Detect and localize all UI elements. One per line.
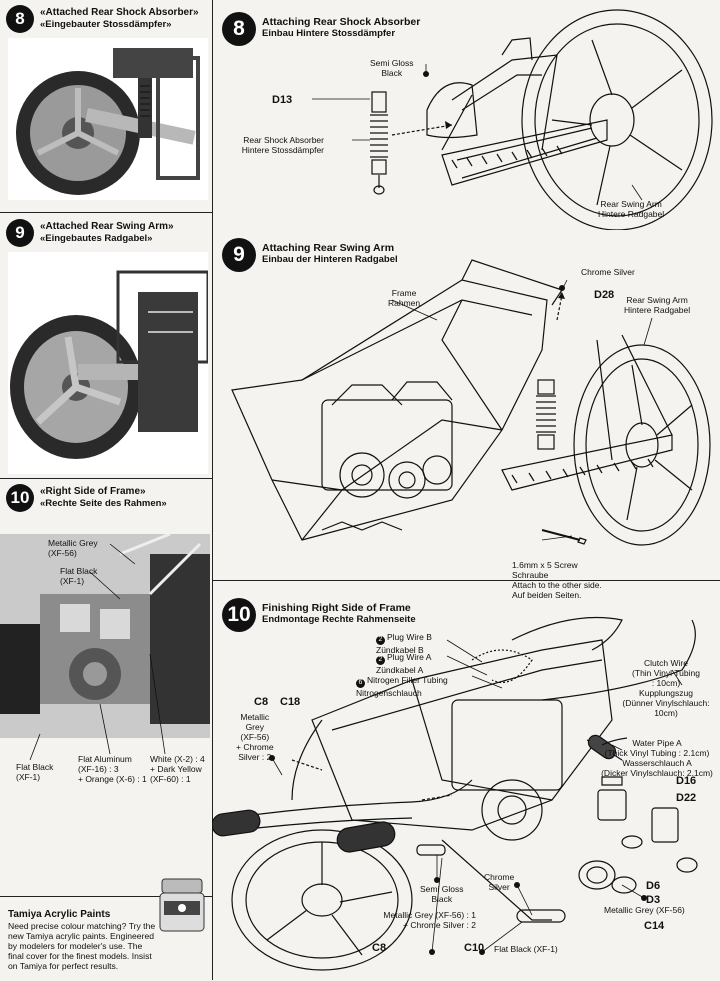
sidebar-step-8-title: «Attached Rear Shock Absorber» (40, 7, 199, 18)
sidebar-step-9-badge: 9 (6, 219, 34, 247)
step-10-divider (212, 580, 720, 581)
step-10-diagram (212, 616, 698, 971)
photo-rear-swing-arm (8, 252, 208, 474)
step-9-header: Attaching Rear Swing Arm Einbau der Hint… (262, 242, 398, 266)
step-10-label-flat-black: Flat Black (XF-1) (494, 944, 558, 954)
step-8-header: Attaching Rear Shock Absorber Einbau Hin… (262, 16, 420, 40)
step-10-part-c10: C10 (464, 942, 485, 954)
step-10-label-chrome: Chrome Silver (484, 872, 515, 892)
step-10-part-d6: D6 (646, 880, 661, 892)
step-10-plug-a-number: 2 (376, 655, 385, 665)
paint-jar-icon (159, 878, 205, 932)
step-9-part-d28: D28 (594, 289, 615, 301)
sidebar-step-8-badge: 8 (6, 5, 34, 33)
paint-label-flat-black-bottom: Flat Black (XF-1) (16, 762, 54, 782)
step-9-title: Attaching Rear Swing Arm (262, 242, 395, 254)
photo-rear-shock-absorber (8, 38, 208, 200)
photo-rear-shock-drawing (16, 48, 200, 195)
step-9-label-frame: Frame Rahmen (388, 288, 421, 308)
sidebar-step-10-badge: 10 (6, 484, 34, 512)
sidebar-step-10-title: «Right Side of Frame» (40, 486, 146, 497)
step-8-label-shock: Rear Shock Absorber Hintere Stossdämpfer (241, 135, 324, 155)
step-10-part-d3: D3 (646, 894, 661, 906)
step-10-plug-b-number: 2 (376, 635, 385, 645)
step-10-subtitle: Endmontage Rechte Rahmenseite (262, 614, 416, 625)
tamiya-acrylic-paints-ad: Tamiya Acrylic Paints Need precise colou… (0, 878, 212, 981)
step-10-plug-a-text: Plug Wire A Zündkabel A (376, 652, 432, 675)
step-10-part-c18: C18 (280, 696, 301, 708)
sidebar-divider (0, 478, 212, 479)
step-10-label-clutch-wire: Clutch Wire (Thin Vinyl Tubing : 10cm) K… (622, 658, 710, 718)
photo-right-side-drawing (0, 534, 210, 724)
step-9-label-screw: 1.6mm x 5 Screw Schraube Attach to the o… (512, 560, 602, 600)
sidebar-step-8-caption: «Attached Rear Shock Absorber» «Eingebau… (40, 7, 199, 31)
ad-body: Need precise colour matching? Try the ne… (8, 921, 156, 971)
sidebar-step-9-subtitle: «Eingebautes Radgabel» (40, 233, 153, 244)
sidebar-step-9-title: «Attached Rear Swing Arm» (40, 221, 174, 232)
paint-label-flat-aluminum: Flat Aluminum (XF-16) : 3 + Orange (X-6)… (78, 754, 147, 784)
step-8-label-semi-gloss: Semi Gloss Black (370, 58, 414, 78)
ad-title: Tamiya Acrylic Paints (8, 909, 111, 920)
step-9-label-swing-arm: Rear Swing Arm Hintere Radgabel (624, 295, 691, 315)
sidebar-step-10-caption: «Right Side of Frame» «Rechte Seite des … (40, 486, 167, 510)
paint-label-white-mix: White (X-2) : 4 + Dark Yellow (XF-60) : … (150, 754, 205, 784)
step-10-badge: 10 (222, 598, 256, 632)
sidebar-step-8-subtitle: «Eingebauter Stossdämpfer» (40, 19, 172, 30)
step-8-label-swing-arm: Rear Swing Arm Hintere Radgabel (598, 199, 665, 219)
step-10-label-metallic-mix-bottom: Metallic Grey (XF-56) : 1 + Chrome Silve… (383, 910, 476, 930)
step-10-header: Finishing Right Side of Frame Endmontage… (262, 602, 416, 626)
sidebar-step-10-subtitle: «Rechte Seite des Rahmen» (40, 498, 167, 509)
step-10-plug-b-text: Plug Wire B Zündkabel B (376, 632, 432, 655)
step-9-subtitle: Einbau der Hinteren Radgabel (262, 254, 398, 265)
sidebar-step-9-caption: «Attached Rear Swing Arm» «Eingebautes R… (40, 221, 174, 245)
step-10-nitrogen-text: Nitrogen Filler Tubing Nitrogenschlauch (356, 675, 448, 698)
step-9-diagram (231, 259, 711, 546)
sidebar-leader-lines (29, 543, 166, 761)
step-10-label-metallic-grey: Metallic Grey (XF-56) (604, 905, 685, 915)
sidebar-divider (0, 212, 212, 213)
step-10-nitrogen-number: 6 (356, 678, 365, 688)
paint-label-flat-black-top: Flat Black (XF-1) (60, 566, 98, 586)
step-8-title: Attaching Rear Shock Absorber (262, 16, 421, 28)
step-8-diagram (312, 9, 713, 230)
step-8-badge: 8 (222, 12, 256, 46)
step-10-label-metallic-mix: Metallic Grey (XF-56) + Chrome Silver : … (236, 712, 274, 762)
step-9-label-chrome: Chrome Silver (581, 267, 635, 277)
step-10-part-c8-top: C8 (254, 696, 269, 708)
step-10-label-semi-gloss: Semi Gloss Black (420, 884, 464, 904)
step-10-part-d16: D16 (676, 775, 697, 787)
step-10-label-water-pipe: Water Pipe A (Thick Vinyl Tubing : 2.1cm… (601, 738, 713, 778)
step-10-part-c8-bottom: C8 (372, 942, 387, 954)
step-10-title: Finishing Right Side of Frame (262, 602, 411, 614)
sidebar-reference-photos (0, 0, 213, 980)
step-8-part-d13: D13 (272, 94, 293, 106)
photo-right-side-frame (0, 534, 210, 738)
step-9-badge: 9 (222, 238, 256, 272)
paint-label-metallic-grey: Metallic Grey (XF-56) (48, 538, 98, 558)
step-10-part-c14: C14 (644, 920, 665, 932)
photo-rear-swing-drawing (10, 270, 208, 459)
step-10-part-d22: D22 (676, 792, 697, 804)
step-8-subtitle: Einbau Hintere Stossdämpfer (262, 28, 396, 39)
